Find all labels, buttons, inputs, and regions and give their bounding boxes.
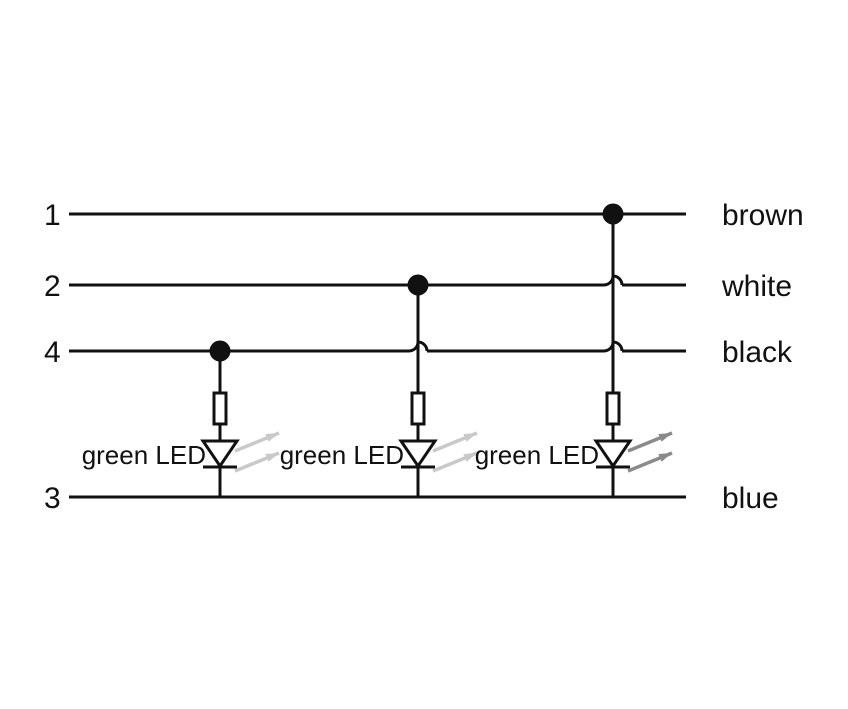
led-caption-group: green LED green LED green LED (82, 440, 599, 470)
wire-color-label-blue: blue (722, 482, 779, 515)
pin-number-group: 1 2 4 3 (44, 199, 61, 515)
bus-wire-group (69, 212, 686, 499)
wire-color-label-black: black (722, 336, 793, 369)
led-emission-arrow-2-2 (432, 451, 478, 473)
led-caption-2: green LED (280, 440, 404, 470)
led-caption-3: green LED (475, 440, 599, 470)
led-branch-2 (398, 285, 478, 497)
resistor-1 (212, 391, 228, 426)
resistor-3 (605, 391, 621, 426)
junction-dot-group (209, 203, 624, 362)
pin-number-1: 1 (44, 199, 61, 232)
led-branch-3 (593, 214, 673, 497)
led-emission-arrow-1-1 (234, 431, 280, 453)
bus-wire-black (69, 340, 686, 353)
bus-wire-white (69, 274, 686, 287)
led-emission-arrow-3-2 (627, 451, 673, 473)
junction-dot-white (407, 274, 429, 296)
led-emission-arrow-2-1 (432, 431, 478, 453)
led-branch-1 (200, 351, 280, 497)
wire-color-label-white: white (721, 270, 792, 303)
led-triangle-3 (593, 439, 633, 469)
resistor-2 (410, 391, 426, 426)
led-triangle-2 (398, 439, 438, 469)
wire-color-label-brown: brown (722, 199, 804, 232)
led-triangle-1 (200, 439, 240, 469)
led-emission-arrow-1-2 (234, 451, 280, 473)
led-branch-group (200, 214, 673, 497)
pin-number-2: 2 (44, 270, 61, 303)
led-caption-1: green LED (82, 440, 206, 470)
junction-dot-brown (602, 203, 624, 225)
junction-dot-black (209, 340, 231, 362)
led-emission-arrow-3-1 (627, 431, 673, 453)
pin-number-4: 4 (44, 336, 61, 369)
pin-number-3: 3 (44, 482, 61, 515)
wire-color-label-group: brown white black blue (721, 199, 804, 515)
